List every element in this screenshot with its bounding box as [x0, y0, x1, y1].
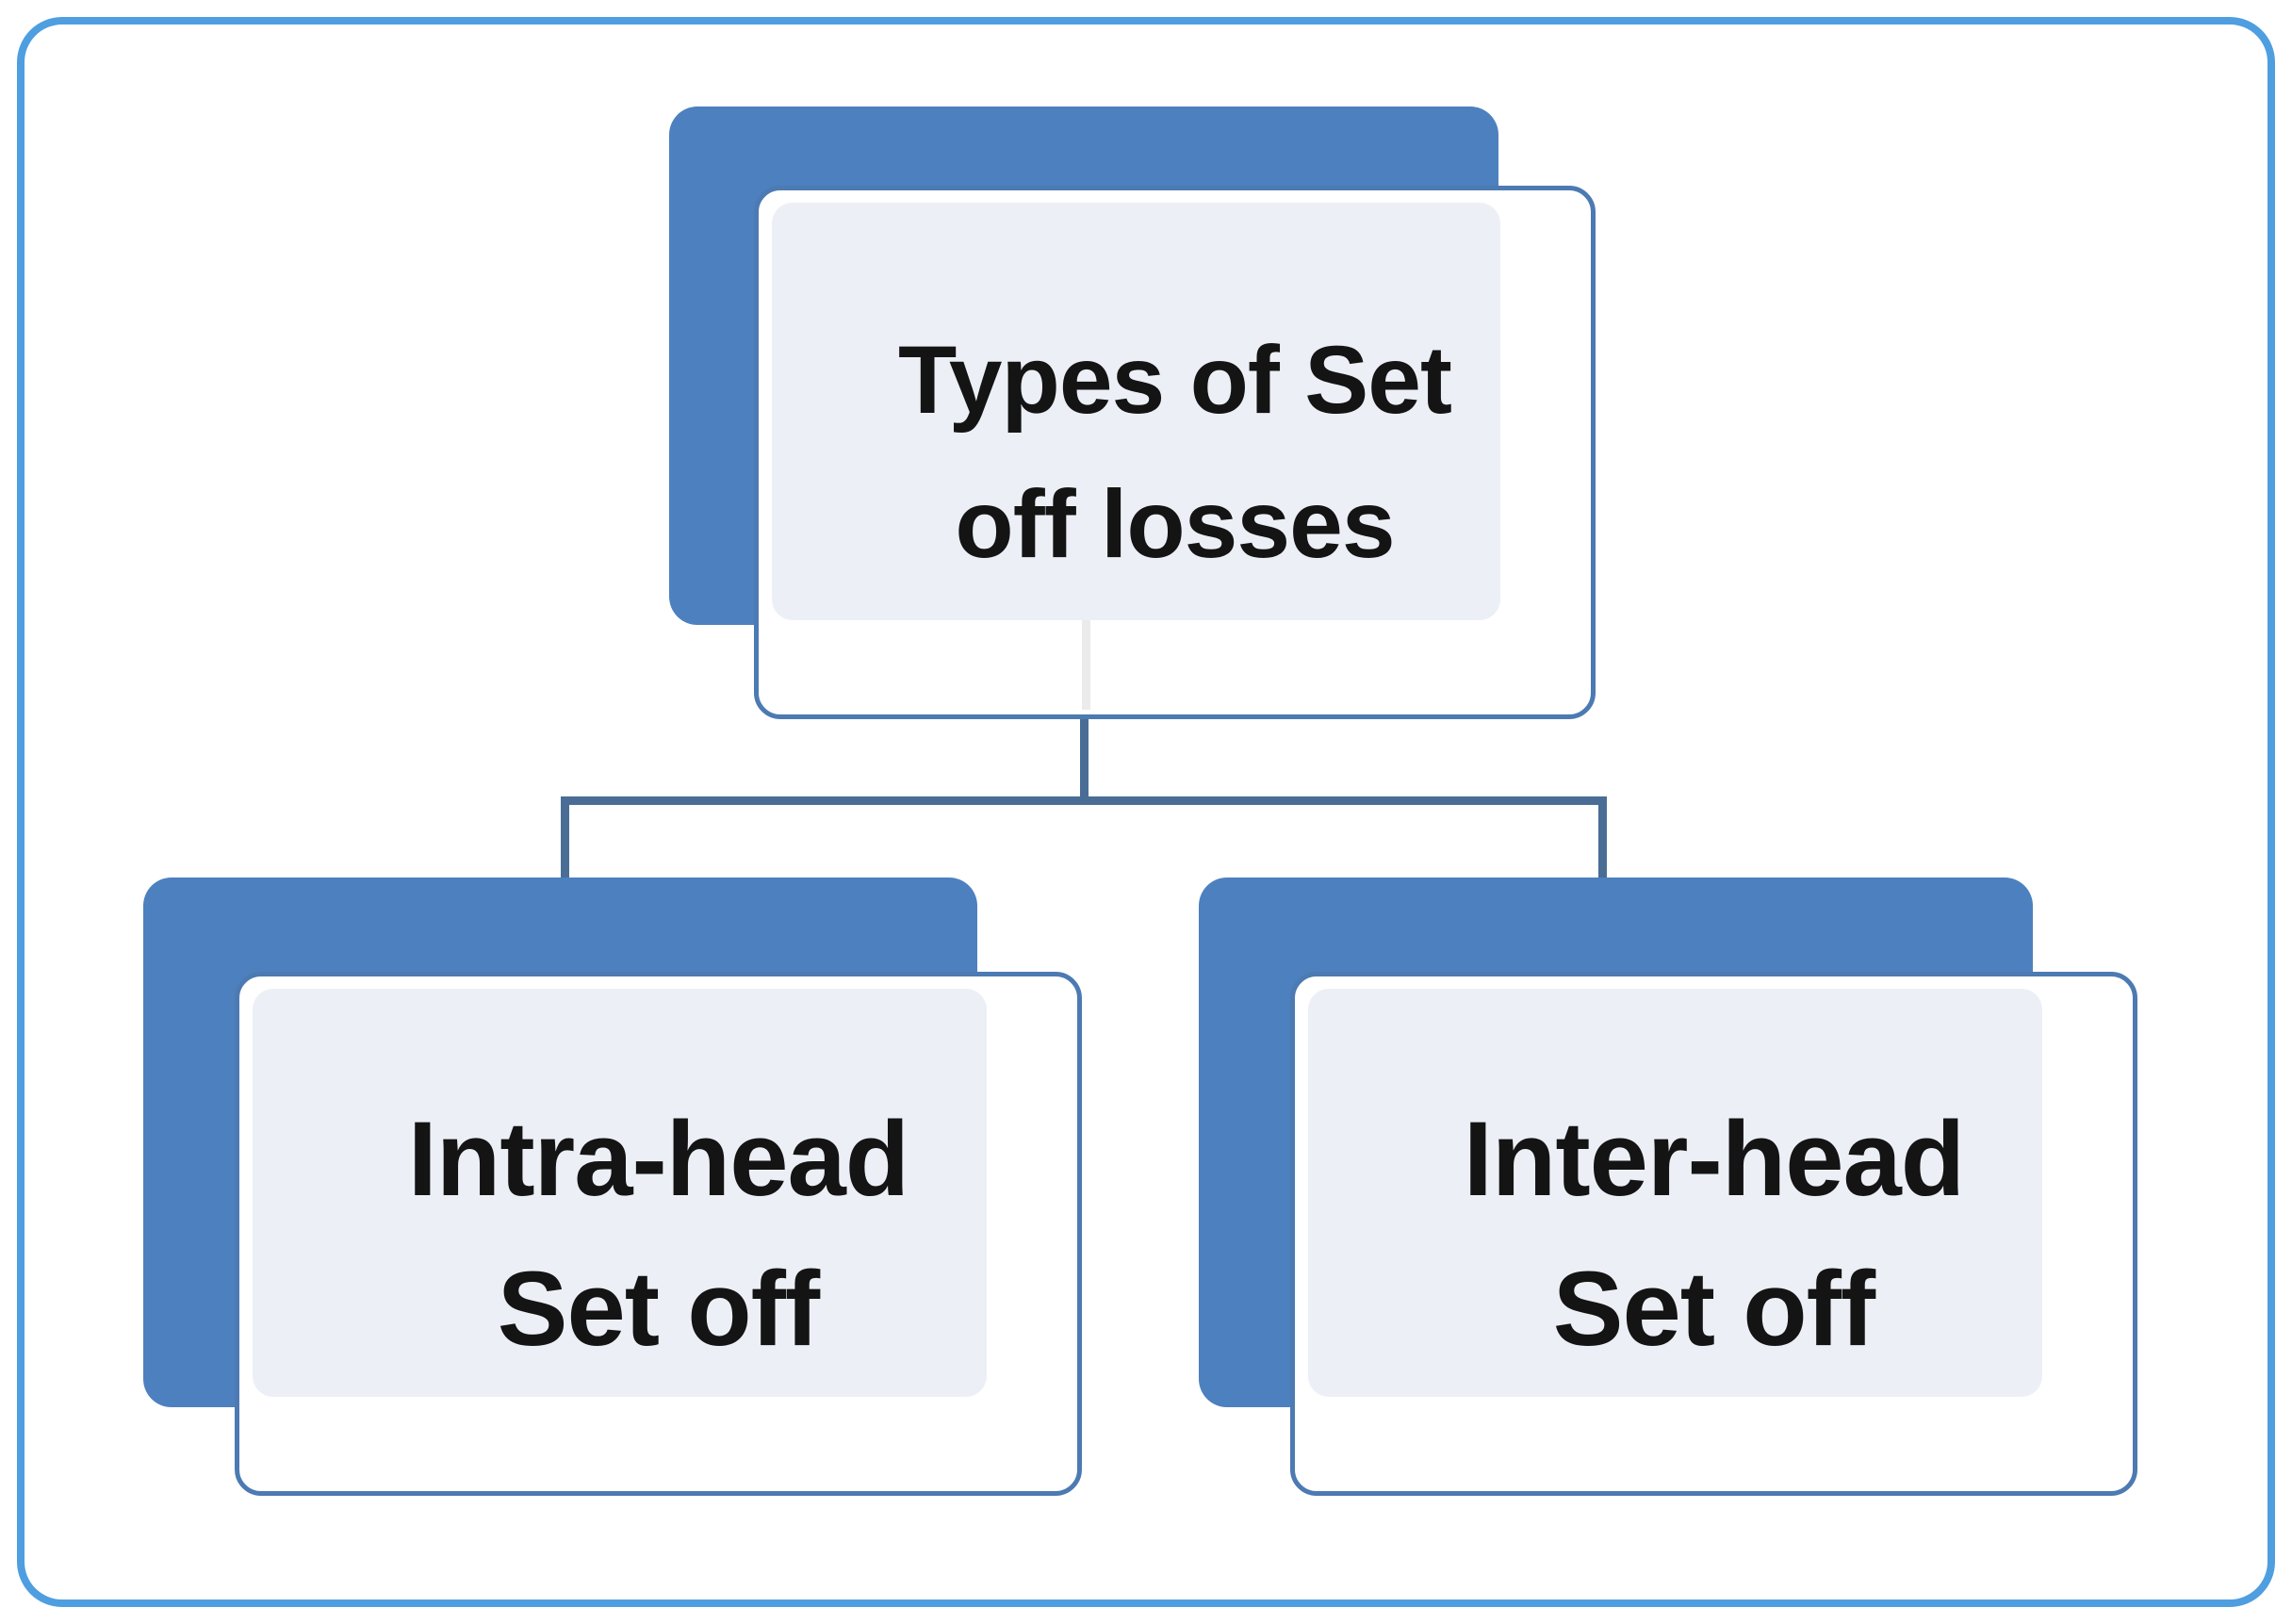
- root-node-box: Types of Set off losses: [754, 186, 1596, 719]
- left-child-box: Intra-head Set off: [235, 972, 1082, 1496]
- outer-frame-border: [17, 17, 2275, 1607]
- root-node-label: Types of Set off losses: [898, 326, 1452, 578]
- right-child-box: Inter-head Set off: [1290, 972, 2137, 1496]
- connector-right-child-vertical: [1598, 796, 1607, 883]
- right-child-panel: [1308, 989, 2042, 1397]
- root-node-panel: [772, 203, 1500, 620]
- left-child-label: Intra-head Set off: [407, 1099, 909, 1368]
- connector-ghost-segment: [1082, 620, 1090, 710]
- connector-left-child-vertical: [561, 796, 569, 883]
- connector-root-vertical: [1080, 719, 1089, 805]
- connector-horizontal: [561, 796, 1607, 805]
- right-child-label: Inter-head Set off: [1463, 1099, 1965, 1368]
- left-child-panel: [253, 989, 987, 1397]
